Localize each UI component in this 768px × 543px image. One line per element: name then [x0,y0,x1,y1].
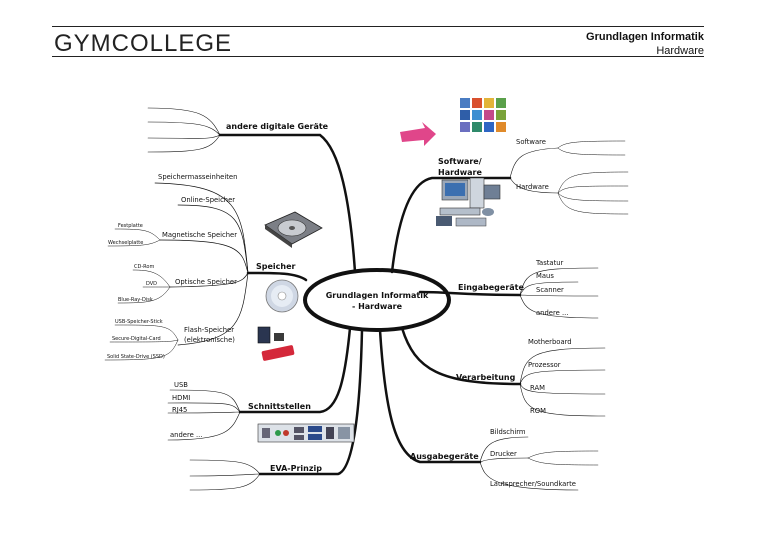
speicher-flash-line1: Flash-Speicher [184,326,234,334]
branch-speicher [246,271,308,282]
branch-label-speicher: Speicher [256,262,296,271]
verarbeitung-prozessor: Prozessor [528,361,561,369]
ausgabe-bildschirm: Bildschirm [490,428,526,436]
eingabe-andere: andere ... [536,309,569,317]
verarbeitung-leaves [519,347,606,417]
eingabe-tastatur: Tastatur [536,259,564,267]
verarbeitung-rom: ROM [530,407,546,415]
flash-media-icon [257,326,295,361]
center-topic-line1: Grundlagen Informatik [325,291,429,300]
header-bottom-rule [52,56,704,57]
speicher-magnetisch: Magnetische Speicher [162,231,238,239]
eingabe-scanner: Scanner [536,286,564,294]
verarbeitung-motherboard: Motherboard [528,338,572,346]
sub-cdrom: CD-Rom [134,264,155,270]
branch-label-eingabe: Eingabegeräte [458,283,524,292]
branch-label-digital: andere digitale Geräte [226,122,329,131]
software-leaves [557,140,629,215]
cd-disc-icon [265,279,299,313]
software-items [509,147,559,194]
college-logo: GYMCOLLEGE [54,30,233,57]
io-panel-icon [257,423,355,443]
branch-label-software-2: Hardware [438,168,482,177]
sub-sd-card: Secure-Digital-Card [112,336,161,342]
branch-verarbeitung [400,326,522,386]
speicher-subitems [104,228,179,361]
branch-label-verarbeitung: Verarbeitung [456,373,516,382]
sub-festplatte: Festplatte [118,223,143,229]
schnittstelle-usb: USB [174,381,188,389]
eingabe-maus: Maus [536,272,554,280]
speicher-flash-line2: (elektronische) [184,336,235,344]
speicher-online: Online-Speicher [181,196,236,204]
office-icons-grid [460,98,506,132]
branch-software [390,176,512,274]
header-top-rule [52,26,704,27]
sub-bluray: Blue-Ray-Disk [118,297,153,303]
branch-digital [218,133,357,274]
branch-eingabe [418,290,522,297]
eva-leaves [189,459,261,491]
branch-label-ausgabe: Ausgabegeräte [410,452,479,461]
sub-wechselplatte: Wechselplatte [108,240,144,246]
ausgabe-leaves [527,450,599,466]
schnittstellen-leaves [167,389,241,441]
sub-usb-stick: USB-Speicher-Stick [115,319,163,325]
sub-dvd: DVD [146,281,158,287]
branch-label-eva: EVA-Prinzip [270,464,322,473]
computer-hardware-icon [436,177,501,227]
verarbeitung-ram: RAM [530,384,545,392]
digital-leaves [147,107,221,153]
ausgabe-drucker: Drucker [490,450,517,458]
speicher-einheiten: Speichermasseinheiten [158,173,238,181]
eingabe-leaves [519,267,599,319]
branch-ausgabe [378,328,482,464]
speicher-optisch: Optische Speicher [175,278,237,286]
center-topic: Grundlagen Informatik - Hardware [312,290,442,312]
document-subtitle: Hardware [656,45,704,57]
sub-ssd: Solid State-Drive (SSD) [107,354,165,360]
schnittstelle-hdmi: HDMI [172,394,191,402]
header-title-block: Grundlagen Informatik Hardware [586,30,704,58]
center-topic-line2: - Hardware [351,302,403,311]
software-item-software: Software [516,138,546,146]
document-title: Grundlagen Informatik [586,31,704,43]
branch-label-software-1: Software/ [438,157,482,166]
ausgabe-items [479,436,579,491]
schnittstelle-andere: andere ... [170,431,203,439]
ausgabe-lautsprecher: Lautsprecher/Soundkarte [490,480,576,488]
branch-label-schnittstellen: Schnittstellen [248,402,311,411]
pink-arrow-icon [400,122,436,146]
center-ellipse [303,268,451,332]
branch-schnittstellen [238,326,352,414]
schnittstelle-rj45: RJ45 [172,406,188,414]
software-item-hardware: Hardware [516,183,549,191]
hard-drive-icon [264,211,323,248]
speicher-items [154,182,249,346]
